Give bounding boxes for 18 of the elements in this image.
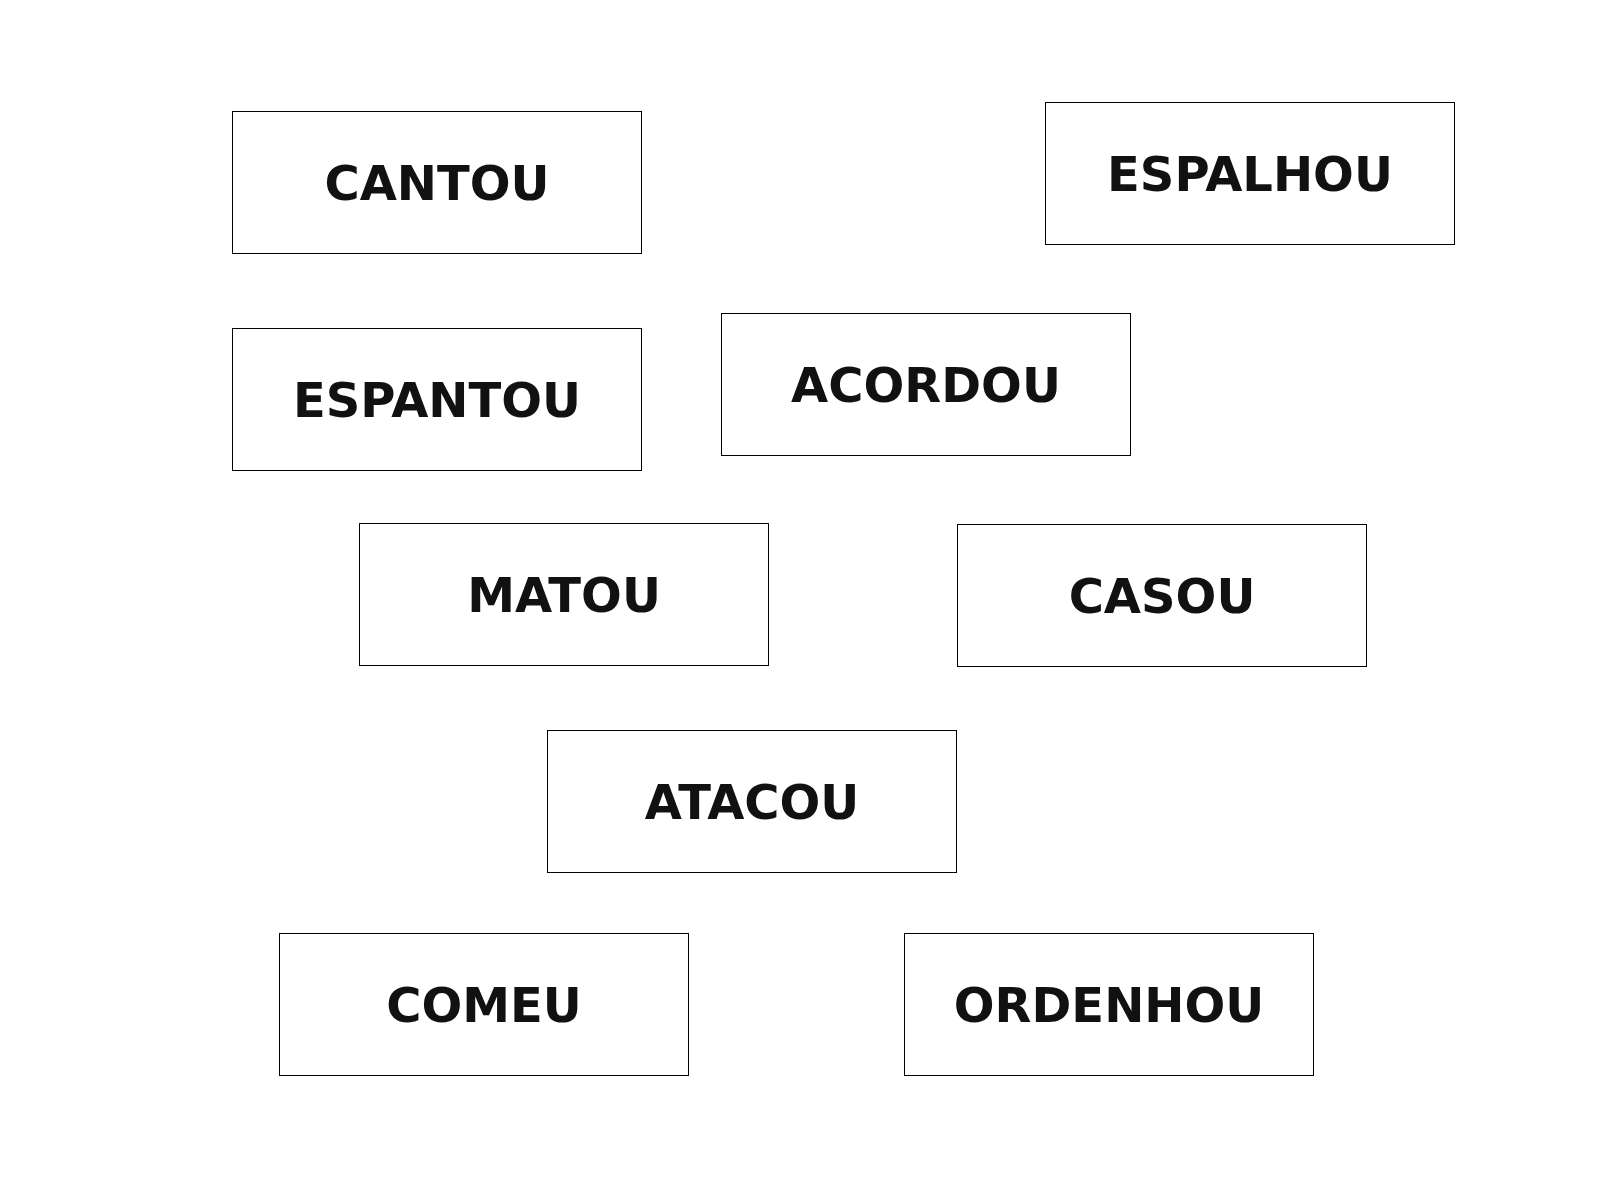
word-label: ATACOU: [644, 773, 860, 830]
word-label: COMEU: [386, 976, 582, 1033]
word-card: [721, 313, 1131, 456]
word-label: MATOU: [467, 566, 661, 623]
word-label: ACORDOU: [791, 356, 1061, 413]
word-card: [1045, 102, 1455, 245]
word-card: [904, 933, 1314, 1076]
word-label: ESPALHOU: [1107, 145, 1393, 202]
word-card: [547, 730, 957, 873]
word-label: ORDENHOU: [953, 976, 1265, 1033]
word-label: ESPANTOU: [293, 371, 581, 428]
word-label: CANTOU: [324, 154, 550, 211]
word-card: [279, 933, 689, 1076]
word-card: [232, 328, 642, 471]
word-card: [232, 111, 642, 254]
word-label: CASOU: [1068, 567, 1256, 624]
word-card: [359, 523, 769, 666]
word-card: [957, 524, 1367, 667]
